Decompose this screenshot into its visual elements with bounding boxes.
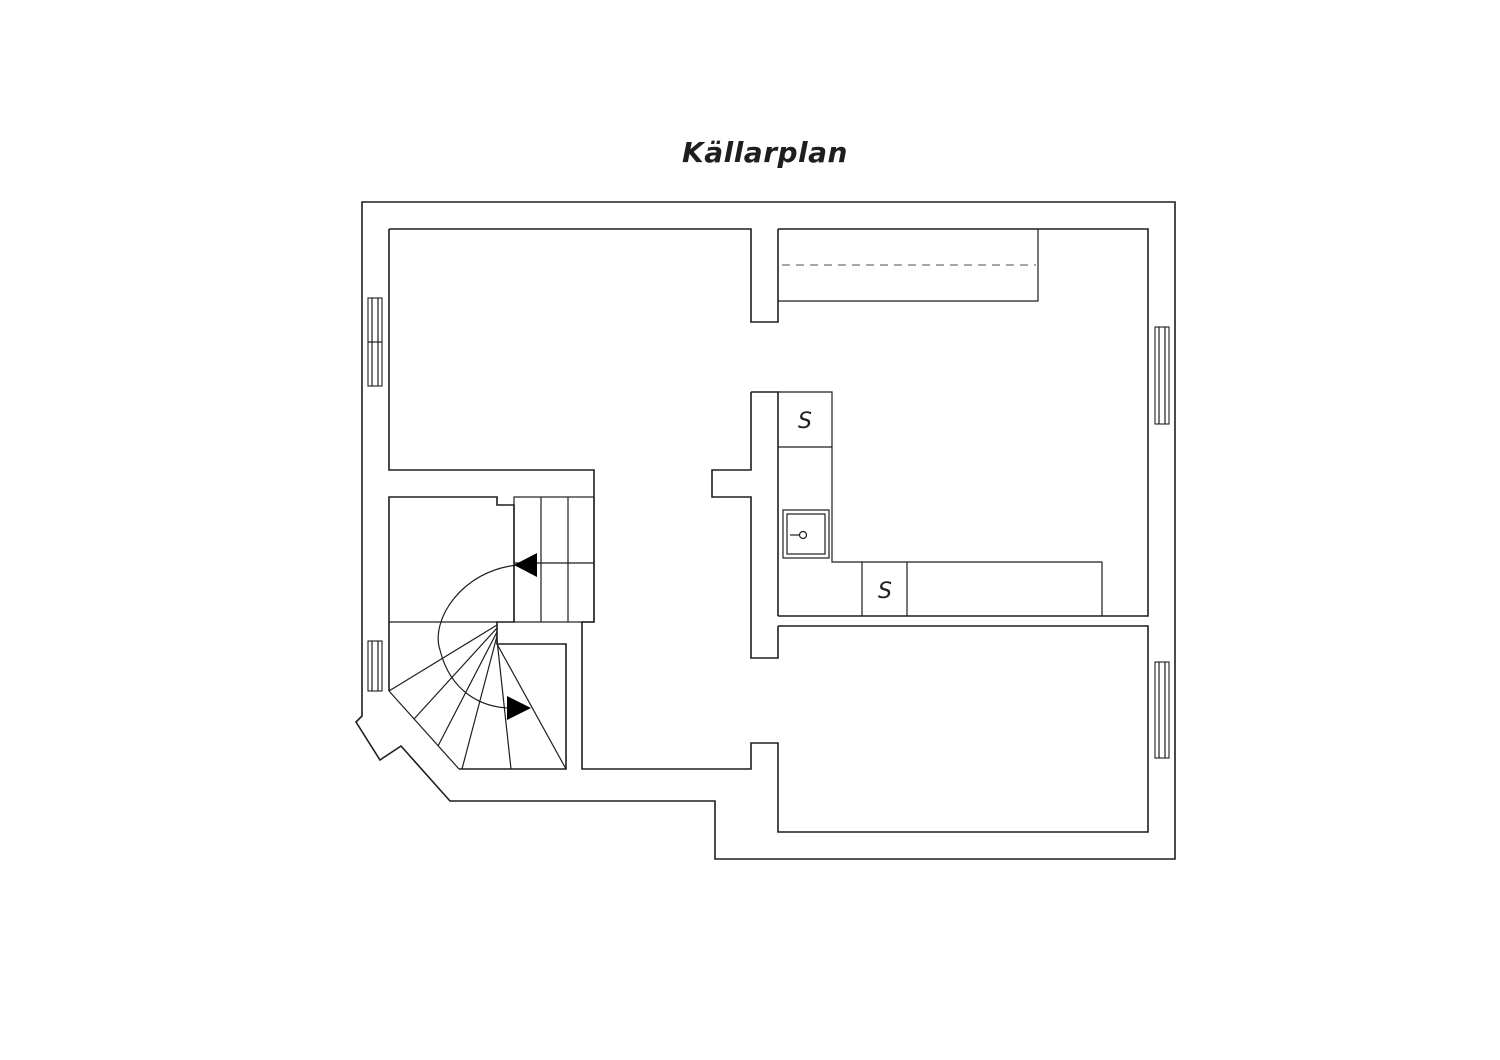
storage-shelf (778, 229, 1039, 302)
window-right-upper (1154, 326, 1170, 425)
window-left-lower (367, 640, 383, 692)
outer-wall (354, 201, 1176, 860)
stair-enclosure (388, 496, 567, 770)
stair-arrow-down (507, 696, 531, 720)
plan-title: Källarplan (682, 136, 848, 169)
winder-stair (388, 624, 567, 770)
stair-arrow-up (514, 553, 537, 577)
sink-icon (782, 509, 830, 559)
room-right-wall (778, 228, 1149, 617)
stair-walk-line (437, 564, 519, 709)
window-left-upper (367, 297, 383, 387)
hall-inner-wall (388, 228, 1149, 833)
appliance-label-lower: S (878, 579, 892, 604)
window-right-lower (1154, 661, 1170, 759)
laundry-counter (778, 391, 1103, 616)
appliance-label-upper: S (798, 409, 812, 434)
